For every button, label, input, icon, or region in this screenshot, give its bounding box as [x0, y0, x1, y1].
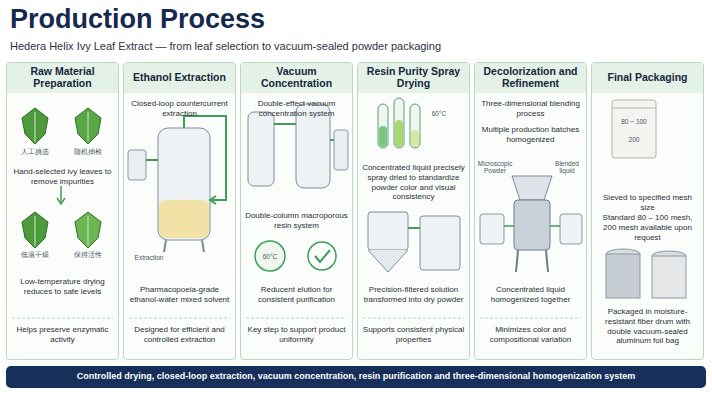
illustration-label: Extraction	[124, 254, 174, 261]
step-description: Multiple production batches homogenized	[479, 125, 582, 145]
small-vessel	[128, 150, 146, 180]
leaf-vein	[88, 216, 89, 246]
output-vessel	[560, 214, 582, 244]
step-description: Low-temperature drying reduces to safe l…	[11, 277, 114, 297]
diagram-subtitle: Hedera Helix Ivy Leaf Extract — from lea…	[10, 40, 441, 52]
bag-seal	[612, 108, 656, 109]
illustration-label: Microscopic Powder	[475, 160, 515, 174]
step-description: Packaged in moisture-resistant fiber dru…	[596, 307, 699, 346]
step-description: Pharmacopoeia-grade ethanol-water mixed …	[128, 285, 231, 305]
step-description: Double-effect vacuum concentration syste…	[245, 99, 348, 119]
illustration-label: 低温干燥	[14, 251, 56, 258]
step-description: Hand-selected ivy leaves to remove impur…	[11, 167, 114, 187]
step-description: Three-dimensional blending process	[479, 99, 582, 119]
fiber-drum	[606, 254, 640, 298]
column-heading: Decolorization and Refinement	[475, 63, 586, 93]
process-column: Vacuum ConcentrationDouble-effect vacuum…	[240, 62, 353, 360]
column-heading: Raw Material Preparation	[7, 63, 118, 93]
test-tube	[394, 98, 404, 148]
extraction-tank	[158, 128, 210, 240]
pipe	[408, 227, 420, 229]
powder-bag	[612, 100, 656, 158]
cyclone-unit	[420, 216, 460, 270]
process-column: Raw Material PreparationHand-selected iv…	[6, 62, 119, 360]
spray-dryer	[368, 212, 408, 250]
step-description: Minimizes color and compositional variat…	[479, 325, 582, 345]
leaf-vein	[88, 112, 89, 142]
pipe	[504, 225, 560, 227]
step-description: Precision-filtered solution transformed …	[362, 285, 465, 305]
step-description: Closed-loop countercurrent extraction	[128, 99, 231, 119]
step-description: Reducent elution for consistent purifica…	[245, 285, 348, 305]
foil-bag-drum	[652, 256, 686, 298]
step-description: Helps preserve enzymatic activity	[11, 325, 114, 345]
illustration-label: 人工挑选	[14, 148, 56, 155]
leaf-vein	[35, 112, 36, 142]
illustration-label: 保持活性	[67, 251, 109, 258]
step-description: Standard 80 – 100 mesh, 200 mesh availab…	[596, 213, 699, 242]
step-description: Concentrated liquid precisely spray drie…	[362, 163, 465, 202]
check-gauge	[308, 242, 336, 270]
separator	[12, 318, 581, 319]
evaporator	[248, 112, 274, 186]
illustration-label: Blended liquid	[548, 160, 586, 174]
column-heading: Final Packaging	[592, 63, 703, 93]
leaf-vein	[35, 216, 36, 246]
summary-text: Controlled drying, closed-loop extractio…	[77, 372, 636, 382]
column-heading: Ethanol Extraction	[124, 63, 235, 93]
test-tube	[410, 104, 420, 148]
illustration-label: 200	[614, 136, 654, 143]
illustration-label: 60°C	[424, 110, 454, 117]
tank-liquid	[159, 200, 209, 238]
diagram-title: Production Process	[10, 4, 265, 35]
step-description: Key step to support product uniformity	[245, 325, 348, 345]
summary-band: Controlled drying, closed-loop extractio…	[6, 366, 706, 388]
flow-line	[60, 186, 62, 202]
step-description: Designed for efficient and controlled ex…	[128, 325, 231, 345]
step-description: Supports consistent physical properties	[362, 325, 465, 345]
tube-liquid	[395, 120, 403, 147]
column-heading: Vacuum Concentration	[241, 63, 352, 93]
test-tube	[378, 104, 388, 148]
tube-liquid	[411, 130, 419, 147]
check-mark	[315, 250, 330, 262]
illustration-label: 随机抽检	[67, 148, 109, 155]
illustration-label: 60°C	[252, 253, 288, 260]
mixer-body	[514, 200, 550, 250]
column-heading: Resin Purity Spray Drying	[358, 63, 469, 93]
tube-liquid	[379, 126, 387, 147]
illustration-label: 80 ~ 100	[614, 118, 654, 125]
step-description: Concentrated liquid homogenized together	[479, 285, 582, 305]
step-description: Sieved to specified mesh size	[596, 193, 699, 213]
feed-vessel	[480, 214, 504, 244]
pipe	[146, 159, 158, 161]
step-description: Double-column macroporous resin system	[245, 211, 348, 231]
condenser	[334, 130, 348, 170]
